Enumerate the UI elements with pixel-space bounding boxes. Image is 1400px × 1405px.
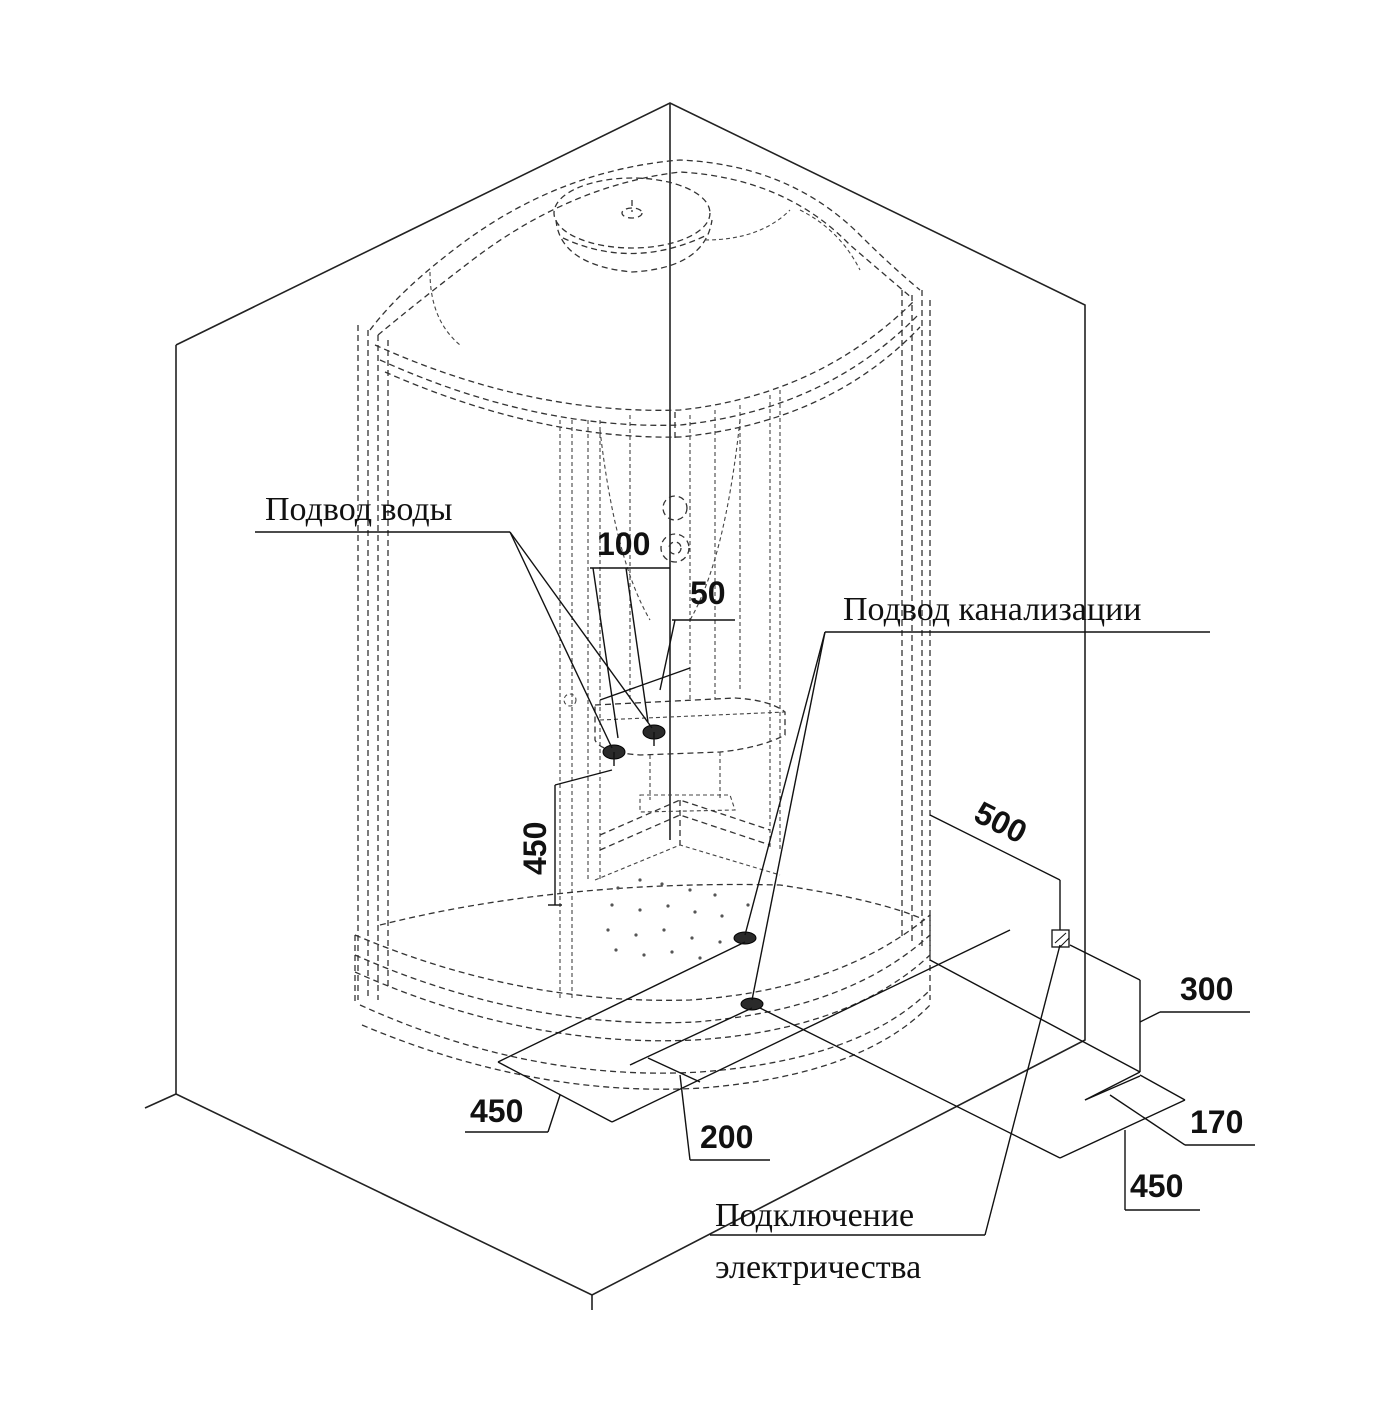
dim-450-left: 450: [470, 1093, 523, 1129]
electric-label-line2: электричества: [715, 1249, 921, 1286]
electrical-socket: [1051, 929, 1070, 948]
sewage-supply-label: Подвод канализации: [843, 591, 1141, 628]
dim-300: 300: [1180, 971, 1233, 1007]
dim-100: 100: [597, 526, 650, 562]
sewage-ports: [733, 931, 764, 1011]
dim-450-vertical: 450: [517, 822, 553, 875]
shower-cabin-outline: [354, 159, 931, 1090]
text-labels: Подвод воды Подвод канализации Подключен…: [265, 491, 1141, 1286]
dimension-lines: [465, 567, 1255, 1211]
water-supply-label: Подвод воды: [265, 491, 453, 528]
dim-50: 50: [690, 575, 726, 611]
room-walls: [144, 102, 1086, 1310]
dim-200: 200: [700, 1119, 753, 1155]
tray-anti-slip-dots: [606, 878, 750, 960]
leader-lines: [255, 531, 1210, 1236]
dim-500: 500: [969, 794, 1033, 850]
water-supply-ports: [602, 724, 666, 766]
dimension-labels: 100 50 450 500 300 170 450 450 200: [470, 526, 1243, 1204]
dim-450-right: 450: [1130, 1168, 1183, 1204]
electric-label-line1: Подключение: [715, 1197, 914, 1234]
sewage-port-top: [733, 931, 757, 945]
dim-170: 170: [1190, 1104, 1243, 1140]
